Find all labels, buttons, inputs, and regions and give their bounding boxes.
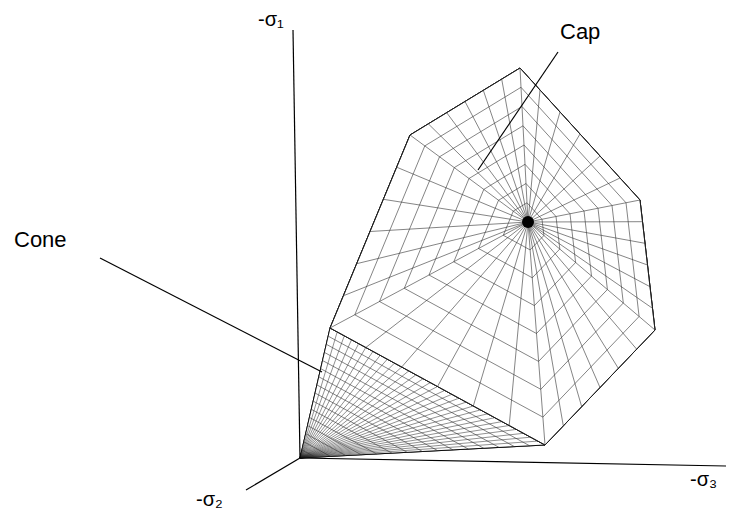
surface-mesh	[300, 68, 655, 458]
callout-label: Cone	[14, 228, 67, 252]
cap-ring	[404, 126, 607, 362]
mesh-line	[319, 377, 453, 450]
mesh-line	[528, 222, 618, 368]
mesh-line	[465, 102, 528, 223]
mesh-line	[473, 222, 528, 406]
mesh-line	[383, 199, 528, 222]
mesh-line	[528, 222, 645, 243]
mesh-line	[528, 222, 655, 330]
axis-label: -σ₃	[690, 468, 717, 490]
leader-line	[478, 52, 558, 170]
mesh-line	[410, 135, 528, 222]
mesh-line	[528, 200, 640, 222]
mesh-line	[302, 450, 315, 457]
mesh-line	[528, 222, 648, 265]
mesh-line	[343, 222, 528, 296]
axis-sigma2	[246, 458, 300, 490]
mesh-line	[528, 222, 637, 349]
mesh-line	[528, 222, 650, 287]
mesh-line	[528, 112, 560, 222]
mesh-line	[309, 417, 376, 454]
mesh-line	[370, 222, 528, 232]
mesh-line	[330, 222, 528, 328]
axis-sigma3	[300, 458, 726, 466]
cap-ring	[429, 145, 592, 334]
mesh-line	[528, 222, 545, 445]
cap-center	[522, 216, 534, 228]
mesh-line	[308, 426, 362, 455]
mesh-line	[438, 222, 529, 387]
mesh-line	[311, 409, 392, 453]
mesh-line	[366, 222, 528, 348]
mesh-line	[528, 134, 580, 222]
callout-label: Cap	[560, 20, 600, 44]
cap-ring	[479, 184, 560, 278]
mesh-line	[447, 113, 528, 222]
mesh-line	[528, 222, 582, 407]
mesh-line	[304, 442, 331, 457]
mesh-line	[397, 167, 528, 222]
mesh-line	[306, 434, 346, 456]
mesh-line	[528, 221, 643, 222]
mesh-line	[520, 68, 528, 222]
mesh-line	[528, 178, 620, 222]
mesh-line	[402, 222, 528, 367]
cap-ring	[330, 68, 655, 445]
leader-line	[100, 258, 322, 372]
axis-sigma1	[293, 30, 300, 458]
cap-ring	[454, 164, 576, 305]
cap-face	[330, 68, 655, 445]
mesh-line	[528, 222, 563, 426]
mesh-line	[509, 222, 528, 426]
mesh-line	[315, 393, 423, 452]
axes	[100, 30, 726, 490]
mesh-line	[300, 387, 438, 459]
mesh-line	[483, 90, 528, 222]
mesh-line	[357, 222, 528, 264]
axis-label: -σ₂	[196, 488, 223, 510]
cap-ring	[380, 107, 624, 390]
mesh-line	[528, 156, 600, 222]
cap-ring	[355, 87, 639, 417]
axis-label: -σ₁	[258, 8, 284, 30]
mesh-line	[428, 124, 528, 222]
